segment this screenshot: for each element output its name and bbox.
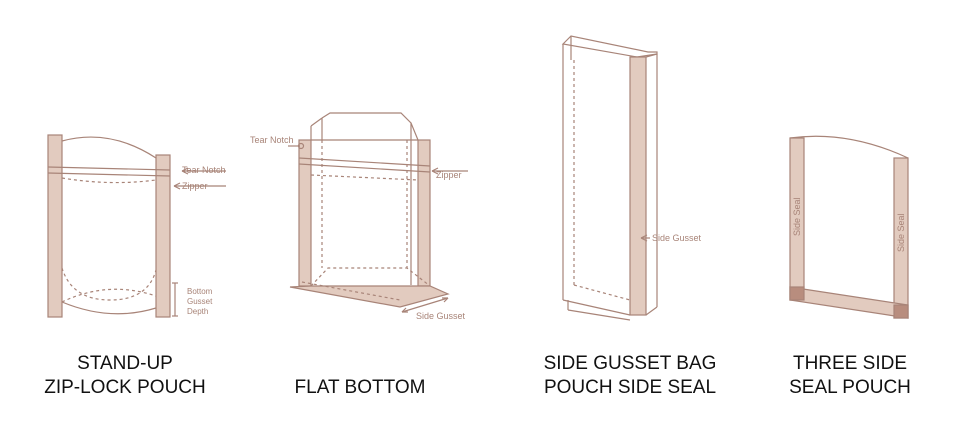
stand-up-pouch-diagram: Tear Notch Zipper Bottom Gusset Depth	[47, 134, 226, 318]
zipper-dashed-line	[61, 177, 157, 184]
pouch-top-edge	[61, 136, 157, 159]
tear-notch-label: Tear Notch	[250, 135, 294, 145]
caption-three-side-line1: THREE SIDE	[792, 353, 908, 374]
left-side-seal-label: Side Seal	[792, 197, 802, 236]
side-gusset-arrow-left	[401, 307, 408, 313]
zipper-arrowhead	[431, 167, 439, 175]
flat-base	[289, 285, 450, 308]
caption-flat-bottom-line1: FLAT BOTTOM	[294, 377, 426, 398]
three-side-seal-pouch-diagram: Side Seal Side Seal	[789, 135, 909, 319]
caption-stand-up-line2: ZIP-LOCK POUCH	[44, 377, 206, 398]
right-side-seal	[155, 154, 171, 318]
flat-bottom-pouch-diagram: Tear Notch Zipper Side Gusset	[250, 112, 468, 321]
zipper-line-bottom	[47, 172, 171, 177]
zipper-label: Zipper	[182, 181, 208, 191]
tear-notch-arrowhead	[181, 167, 189, 175]
right-top-gusset	[645, 53, 658, 58]
zipper-line-top	[47, 166, 171, 171]
bottom-label: Bottom	[187, 287, 213, 296]
zipper-arrowhead	[173, 182, 181, 190]
side-gusset-dim	[401, 297, 449, 313]
caption-three-side-line2: SEAL POUCH	[789, 377, 911, 398]
pouch-bottom-edge	[61, 301, 157, 315]
back-panel-outline	[321, 112, 412, 285]
right-corner-seal	[893, 304, 909, 319]
bottom-gusset-fold	[61, 288, 157, 303]
bottom-gusset-edge	[567, 309, 631, 321]
caption-stand-up-line1: STAND-UP	[77, 353, 173, 374]
bottom-front-edge	[562, 299, 631, 316]
side-gusset-pouch-diagram: Side Gusset	[561, 35, 702, 321]
zipper-dashed	[310, 174, 419, 181]
side-gusset-arrow-right	[442, 297, 449, 303]
side-gusset-arrowhead	[640, 234, 648, 242]
caption-flat-bottom: FLAT BOTTOM	[270, 376, 450, 400]
bottom-inner-fold	[573, 284, 631, 301]
left-gusset-top	[310, 117, 323, 127]
tear-notch-label: Tear Notch	[182, 165, 226, 175]
caption-side-gusset-line2: POUCH SIDE SEAL	[543, 377, 717, 398]
zipper-label: Zipper	[436, 170, 462, 180]
right-side-seal-label: Side Seal	[896, 213, 906, 252]
caption-side-gusset: SIDE GUSSET BAG POUCH SIDE SEAL	[520, 352, 740, 400]
zipper-line-top	[298, 157, 431, 167]
side-gusset-label: Side Gusset	[652, 233, 702, 243]
depth-label: Depth	[187, 307, 208, 316]
base-inner-line	[301, 281, 401, 301]
pouch-top-edge	[789, 135, 909, 159]
tear-notch-circle	[297, 142, 305, 150]
side-seal-strip	[629, 56, 647, 316]
caption-side-gusset-line1: SIDE GUSSET BAG	[543, 353, 717, 374]
right-gusset-top	[410, 122, 419, 141]
gusset-label: Gusset	[187, 297, 213, 306]
bottom-seal	[789, 286, 909, 319]
base-dashed-outline	[310, 267, 431, 287]
left-side-gusset-seal	[298, 139, 312, 287]
right-bottom-gusset	[645, 306, 658, 316]
bottom-gusset-dashed	[61, 267, 157, 301]
top-seal-edge	[561, 35, 658, 58]
left-side-seal	[47, 134, 63, 318]
right-side-gusset-seal	[417, 139, 431, 287]
side-gusset-label: Side Gusset	[416, 311, 466, 321]
caption-three-side: THREE SIDE SEAL POUCH	[770, 352, 930, 400]
left-corner-seal	[789, 286, 805, 301]
zipper-line-bottom	[298, 163, 431, 173]
caption-stand-up: STAND-UP ZIP-LOCK POUCH	[35, 352, 215, 400]
